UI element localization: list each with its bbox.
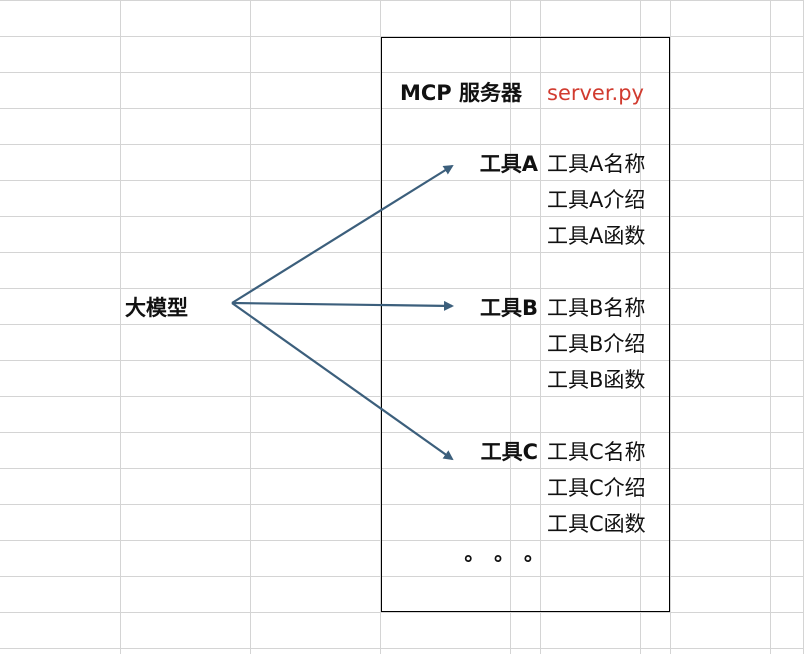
tool-b-field-intro: 工具B介绍	[547, 332, 646, 356]
tool-c-field-function: 工具C函数	[547, 512, 646, 536]
grid-row-line	[0, 612, 804, 613]
grid-row-line	[0, 36, 804, 37]
grid-row-line	[0, 144, 804, 145]
grid-column-line	[540, 0, 541, 654]
tool-a-field-function: 工具A函数	[547, 224, 646, 248]
arrow-to-tool-a	[231, 164, 454, 304]
grid-row-line	[0, 360, 804, 361]
tool-a-field-intro: 工具A介绍	[547, 188, 646, 212]
server-label: MCP 服务器	[400, 81, 523, 105]
tool-b-name: 工具B	[479, 296, 538, 320]
grid-row-line	[0, 504, 804, 505]
grid-column-line	[120, 0, 121, 654]
model-label: 大模型	[125, 296, 188, 320]
grid-row-line	[0, 540, 804, 541]
tool-a-name: 工具A	[479, 152, 538, 176]
grid-row-line	[0, 252, 804, 253]
grid-row-line	[0, 288, 804, 289]
grid-row-line	[0, 396, 804, 397]
grid-row-line	[0, 72, 804, 73]
grid-column-line	[250, 0, 251, 654]
tool-c-field-intro: 工具C介绍	[547, 476, 646, 500]
grid-row-line	[0, 648, 804, 649]
grid-row-line	[0, 576, 804, 577]
grid-row-line	[0, 432, 804, 433]
server-file-name: server.py	[547, 81, 644, 105]
grid-row-line	[0, 216, 804, 217]
arrow-to-tool-c	[231, 302, 454, 461]
grid-row-line	[0, 108, 804, 109]
grid-row-line	[0, 468, 804, 469]
grid-row-line	[0, 180, 804, 181]
tool-b-field-name: 工具B名称	[547, 296, 646, 320]
arrow-to-tool-b	[231, 300, 454, 311]
grid-column-line	[380, 0, 381, 654]
more-tools-ellipsis: ° ° °	[463, 552, 540, 576]
grid-row-line	[0, 0, 804, 1]
grid-row-line	[0, 324, 804, 325]
tool-c-field-name: 工具C名称	[547, 440, 646, 464]
tool-b-field-function: 工具B函数	[547, 368, 646, 392]
tool-a-field-name: 工具A名称	[547, 152, 646, 176]
grid-column-line	[670, 0, 671, 654]
mcp-server-box	[381, 37, 670, 612]
tool-c-name: 工具C	[480, 440, 538, 464]
